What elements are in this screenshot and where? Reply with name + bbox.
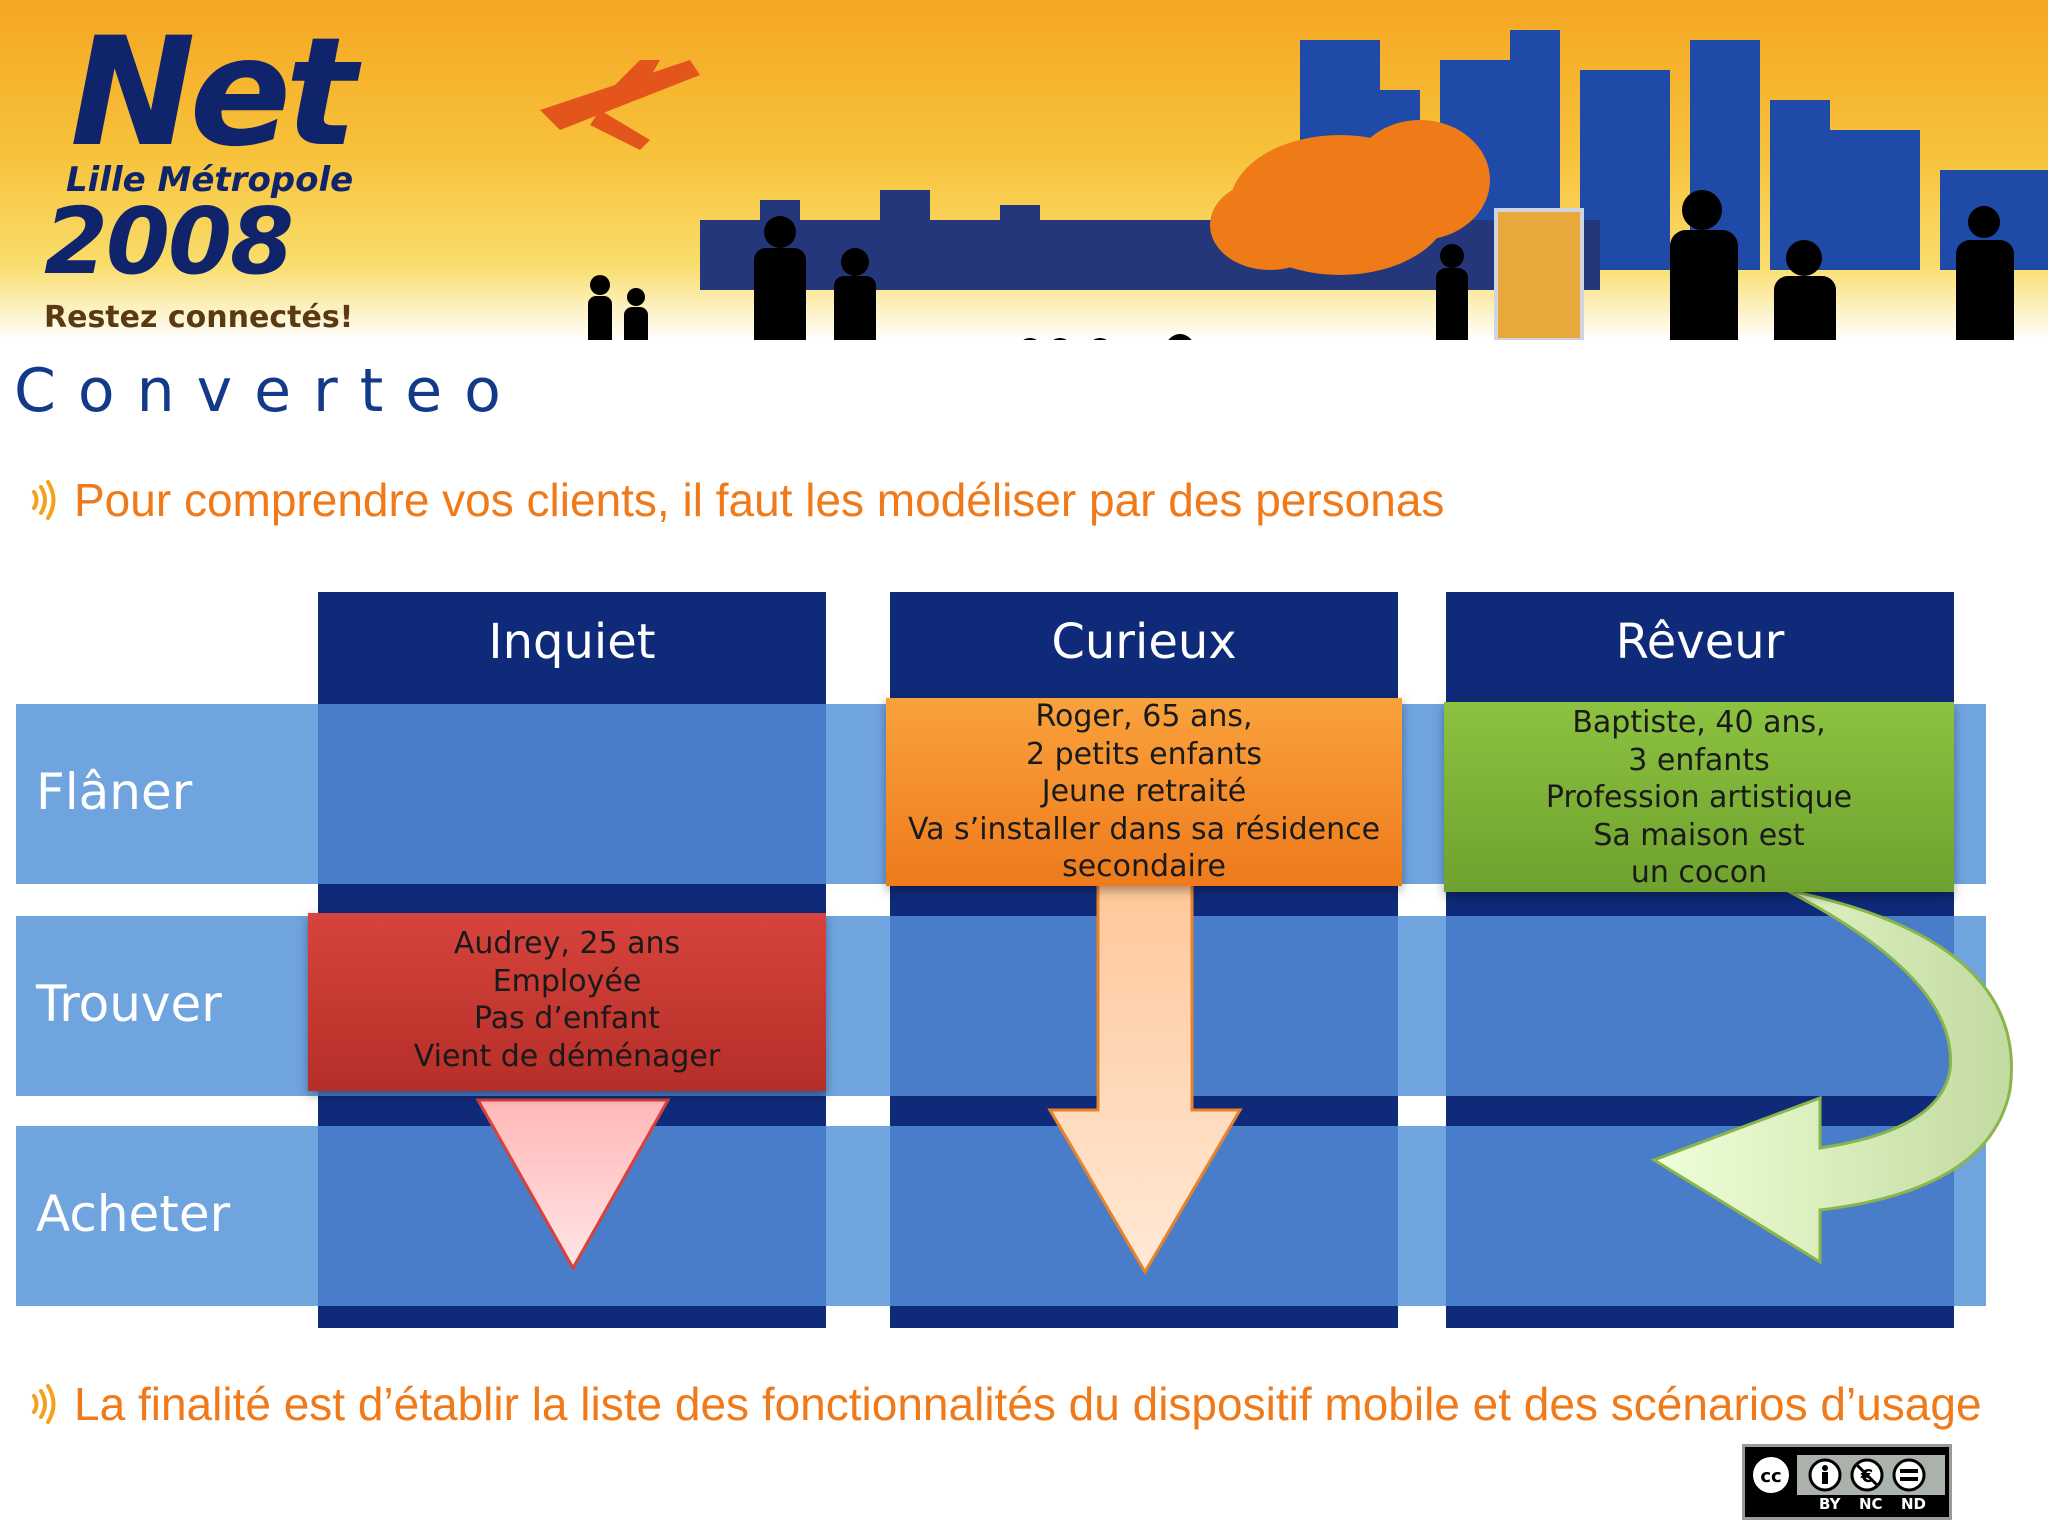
event-logo-title: Net: [70, 6, 357, 180]
sound-wave-bullet-icon: [32, 480, 56, 520]
event-logo-city: Lille Métropole: [66, 160, 354, 200]
persona-line: Profession artistique: [1545, 780, 1853, 815]
conclusion-bullet: La finalité est d’établir la liste des f…: [28, 1374, 2018, 1434]
audrey-arrow-down: [475, 1098, 671, 1272]
event-banner: Net Lille Métropole 2008 Restez connecté…: [0, 0, 2048, 340]
matrix-cell: [318, 704, 826, 884]
column-header-inquiet: Inquiet: [318, 592, 826, 684]
persona-line: Employée: [492, 963, 642, 999]
persona-line: 3 enfants: [1628, 742, 1770, 778]
persona-line: Audrey, 25 ans: [453, 926, 681, 961]
attribution-icon: [1808, 1458, 1842, 1492]
persona-line: Pas d’enfant: [473, 1001, 661, 1036]
license-icons: cc €: [1751, 1455, 1945, 1495]
license-label-by: BY: [1819, 1495, 1841, 1513]
sound-wave-bullet-icon: [32, 1384, 56, 1424]
roger-arrow-down: [1047, 882, 1243, 1275]
non-commercial-icon: €: [1850, 1458, 1884, 1492]
persona-line: 2 petits enfants: [1026, 736, 1262, 772]
persona-card-audrey: Audrey, 25 ans Employée Pas d’enfant Vie…: [308, 913, 826, 1091]
persona-line: Sa maison est: [1593, 817, 1805, 853]
no-derivatives-icon: [1892, 1458, 1926, 1492]
matrix-cell: [1446, 916, 1954, 1096]
intro-bullet: Pour comprendre vos clients, il faut les…: [28, 470, 1628, 530]
column-header-reveur: Rêveur: [1446, 592, 1954, 684]
persona-line: Baptiste, 40 ans,: [1572, 705, 1826, 740]
row-label-acheter: Acheter: [36, 1185, 231, 1243]
persona-card-roger: Roger, 65 ans, 2 petits enfants Jeune re…: [886, 698, 1402, 886]
creative-commons-icon: cc: [1751, 1455, 1791, 1495]
persona-line: Vient de déménager: [413, 1038, 721, 1074]
persona-card-baptiste: Baptiste, 40 ans, 3 enfants Profession a…: [1444, 702, 1954, 892]
event-tagline: Restez connectés!: [44, 300, 354, 335]
conclusion-bullet-text: La finalité est d’établir la liste des f…: [74, 1378, 1982, 1430]
column-header-curieux: Curieux: [890, 592, 1398, 684]
persona-line: secondaire: [1062, 849, 1226, 884]
persona-line: Roger, 65 ans,: [1035, 699, 1253, 734]
svg-text:cc: cc: [1760, 1466, 1781, 1487]
persona-line: Jeune retraité: [1041, 774, 1247, 809]
baptiste-curved-arrow: [1650, 888, 2013, 1265]
city-skyline-illustration: [540, 30, 2048, 340]
event-logo-year: 2008: [44, 188, 294, 295]
persona-line: un cocon: [1630, 855, 1768, 890]
agency-logo: Converteo: [14, 356, 523, 426]
creative-commons-license-badge[interactable]: cc € BY NC ND: [1742, 1444, 1952, 1520]
persona-line: Va s’installer dans sa résidence: [907, 811, 1381, 847]
row-label-flaner: Flâner: [36, 763, 193, 821]
row-label-trouver: Trouver: [36, 975, 222, 1033]
license-label-nc: NC: [1859, 1495, 1883, 1513]
intro-bullet-text: Pour comprendre vos clients, il faut les…: [74, 474, 1445, 526]
license-label-nd: ND: [1901, 1495, 1927, 1513]
